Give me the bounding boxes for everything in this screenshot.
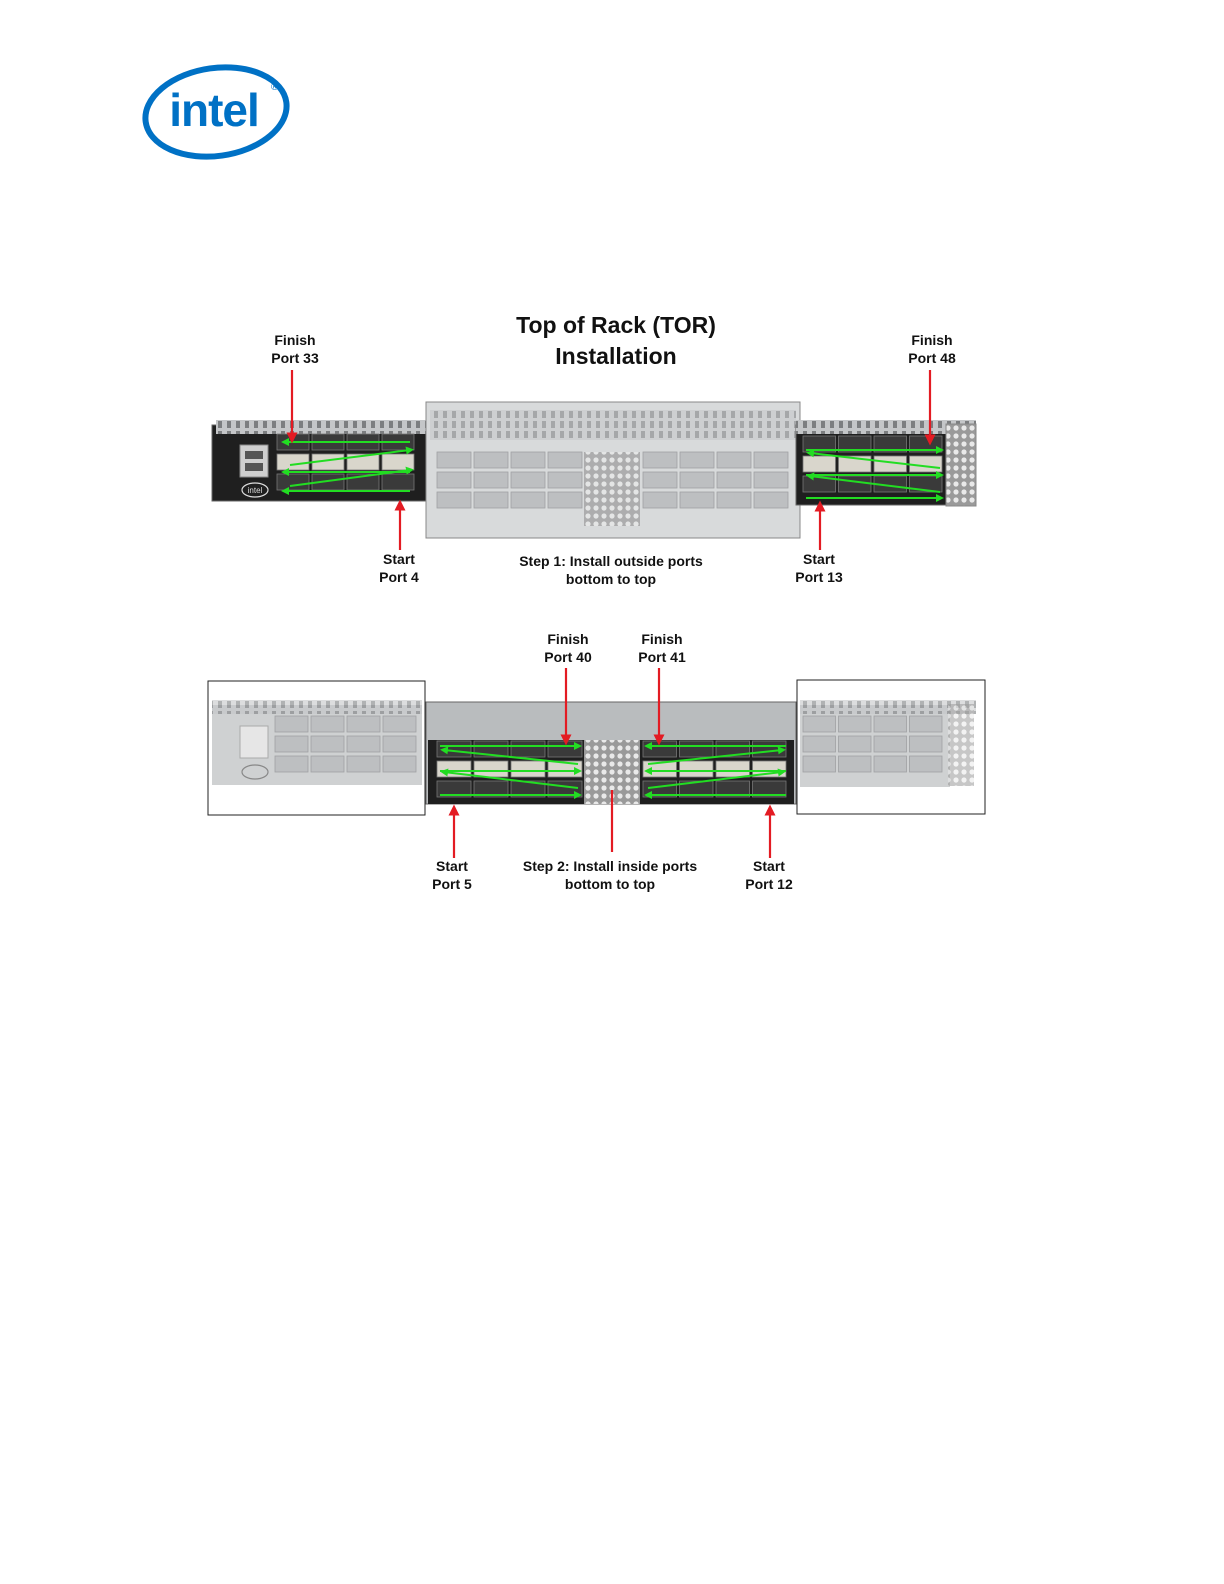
port-cage [311, 716, 344, 732]
port-cage [717, 472, 751, 488]
port-cage [839, 476, 872, 492]
port-cage [910, 456, 943, 472]
port-cage [839, 736, 872, 752]
port-cage [275, 736, 308, 752]
port-cage [383, 756, 416, 772]
port-cage [383, 736, 416, 752]
port-cage [643, 492, 677, 508]
port-cage [383, 716, 416, 732]
step2-right-module [797, 680, 985, 814]
port-cage [511, 492, 545, 508]
port-cage [643, 472, 677, 488]
port-cage [437, 741, 471, 757]
port-cage [474, 492, 508, 508]
port-cage [910, 716, 943, 732]
port-cage [347, 716, 380, 732]
port-cage [437, 492, 471, 508]
port-cage [910, 756, 943, 772]
step1-switch: intel [212, 370, 976, 550]
step2-left-module [208, 681, 425, 815]
step2-switch [208, 668, 985, 858]
port-cage [548, 452, 582, 468]
port-cage [803, 736, 836, 752]
label-finish-port-33: Finish Port 33 [255, 331, 335, 367]
label-start-port-4: Start Port 4 [359, 550, 439, 586]
label-start-port-12: Start Port 12 [729, 857, 809, 893]
step1-center-module [426, 402, 800, 538]
step1-caption: Step 1: Install outside ports bottom to … [486, 552, 736, 588]
diagram-title-line2: Installation [466, 341, 766, 372]
step2-caption: Step 2: Install inside ports bottom to t… [485, 857, 735, 893]
port-cage [754, 492, 788, 508]
port-cage [347, 736, 380, 752]
port-cage [511, 761, 545, 777]
port-cage [803, 456, 836, 472]
port-cage [548, 492, 582, 508]
port-cage [874, 716, 907, 732]
port-cage [347, 756, 380, 772]
port-cage [511, 452, 545, 468]
port-cage [680, 761, 714, 777]
port-cage [717, 492, 751, 508]
port-cage [311, 756, 344, 772]
port-cage [680, 452, 714, 468]
port-cage [803, 716, 836, 732]
port-cage [311, 736, 344, 752]
port-cage [277, 474, 309, 490]
port-cage [548, 472, 582, 488]
port-cage [437, 452, 471, 468]
port-cage [382, 474, 414, 490]
port-cage [548, 741, 582, 757]
label-finish-port-40: Finish Port 40 [528, 630, 608, 666]
port-cage [275, 716, 308, 732]
port-cage [277, 454, 309, 470]
port-cage [275, 756, 308, 772]
label-start-port-13: Start Port 13 [779, 550, 859, 586]
port-cage [511, 472, 545, 488]
port-cage [803, 756, 836, 772]
chassis-intel-badge-text: intel [248, 486, 263, 495]
port-cage [754, 452, 788, 468]
port-cage [437, 472, 471, 488]
port-cage [839, 756, 872, 772]
port-cage [474, 761, 508, 777]
port-cage [839, 716, 872, 732]
port-cage [643, 741, 677, 757]
port-cage [474, 452, 508, 468]
label-start-port-5: Start Port 5 [412, 857, 492, 893]
port-cage [874, 736, 907, 752]
port-cage [754, 472, 788, 488]
port-cage [717, 452, 751, 468]
step1-right-module [796, 420, 976, 506]
port-cage [874, 756, 907, 772]
port-cage [643, 452, 677, 468]
port-cage [382, 454, 414, 470]
port-cage [716, 761, 750, 777]
port-cage [910, 736, 943, 752]
step1-center-vent-grille [584, 452, 640, 526]
diagram-title-line1: Top of Rack (TOR) [466, 310, 766, 341]
port-cage [511, 741, 545, 757]
port-cage [680, 492, 714, 508]
label-finish-port-41: Finish Port 41 [622, 630, 702, 666]
label-finish-port-48: Finish Port 48 [892, 331, 972, 367]
port-cage [474, 472, 508, 488]
port-cage [753, 741, 787, 757]
port-cage [680, 741, 714, 757]
port-cage [680, 472, 714, 488]
diagram-title: Top of Rack (TOR) Installation [466, 310, 766, 372]
